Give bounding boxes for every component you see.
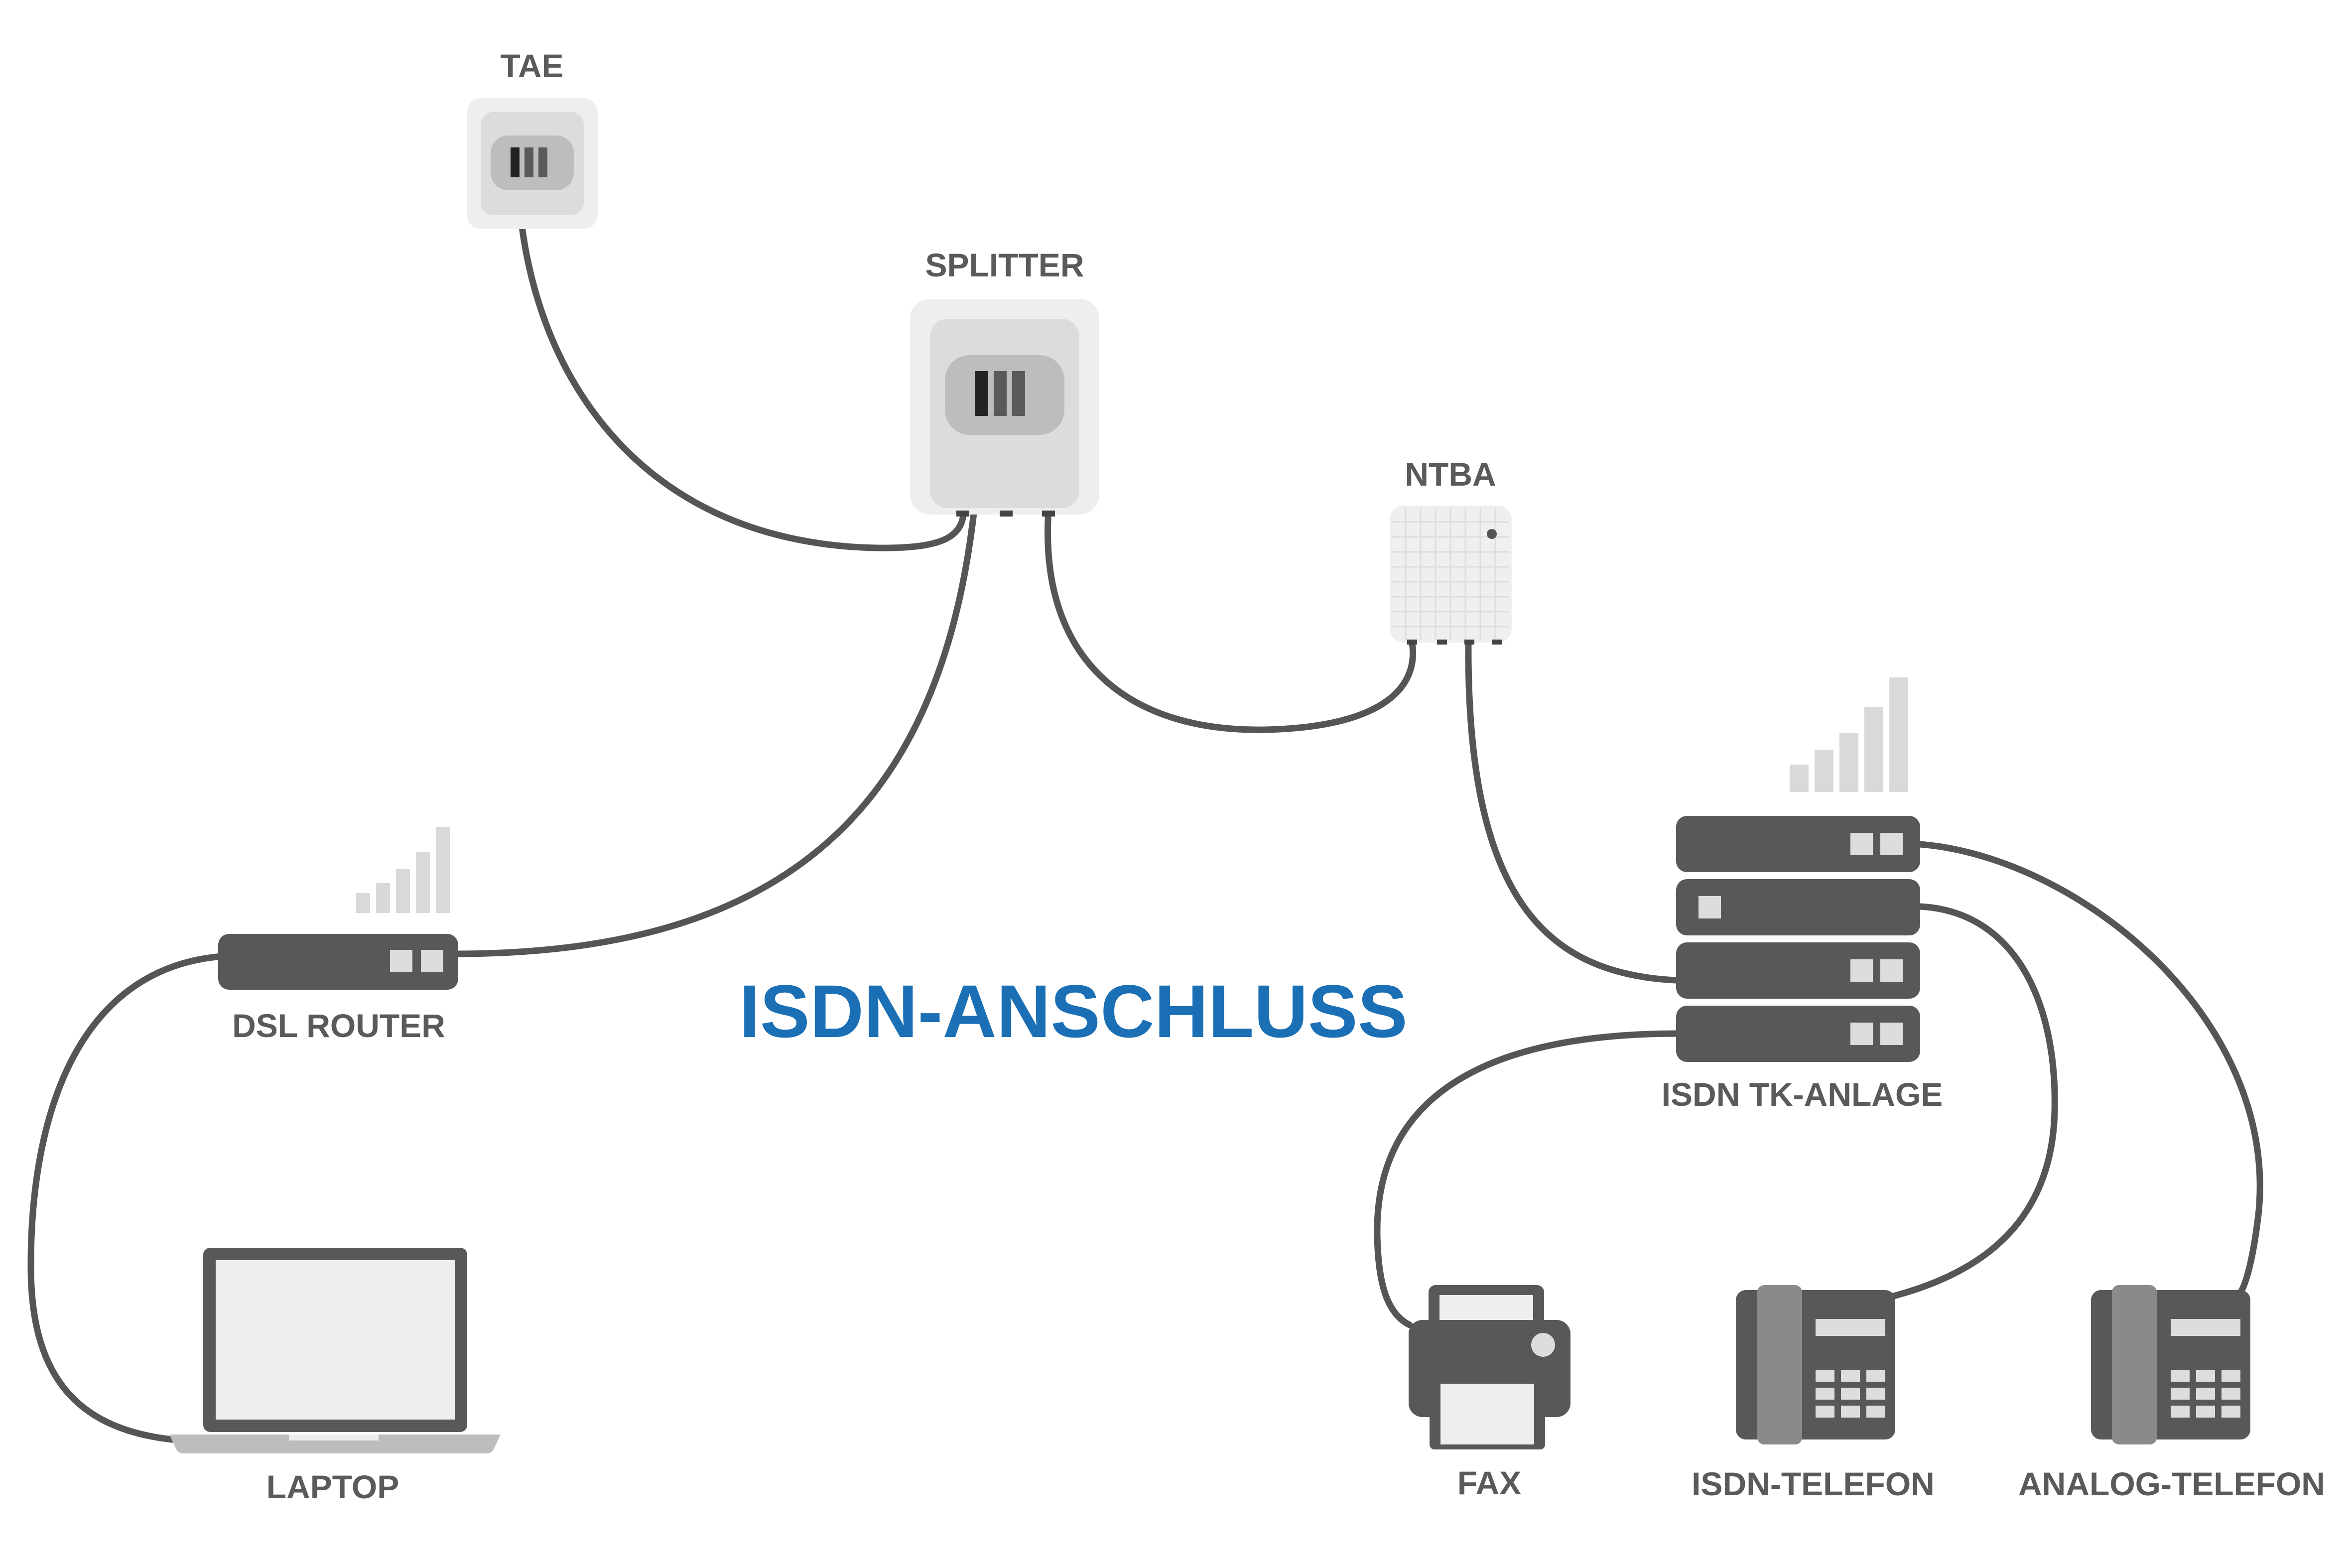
tk-unit-4 bbox=[1676, 1006, 1920, 1062]
ntba-port-4 bbox=[1492, 640, 1502, 645]
cable-router-laptop bbox=[27, 953, 225, 1443]
router-led-1 bbox=[390, 950, 412, 972]
cable-tae-splitter bbox=[515, 161, 967, 551]
tk-unit-3-led-1 bbox=[1850, 959, 1873, 982]
laptop: LAPTOP bbox=[169, 1248, 501, 1505]
ntba-port-1 bbox=[1407, 640, 1417, 645]
tae-socket: TAE bbox=[467, 47, 598, 229]
laptop-base bbox=[169, 1435, 501, 1453]
cable-tk-fax bbox=[1374, 1030, 1682, 1328]
splitter: SPLITTER bbox=[910, 247, 1099, 517]
signal-bars-icon bbox=[356, 827, 450, 913]
splitter-port-2 bbox=[1000, 511, 1013, 517]
jack-pin-3 bbox=[1012, 371, 1025, 416]
tk-unit-4-led-1 bbox=[1850, 1023, 1873, 1045]
tk-unit-1 bbox=[1676, 816, 1920, 872]
ntba-port-3 bbox=[1464, 640, 1474, 645]
isdn-telefon-label: ISDN-TELEFON bbox=[1692, 1465, 1935, 1502]
jack-pin-3 bbox=[538, 147, 547, 177]
cable-splitter-router bbox=[452, 405, 985, 957]
tk-unit-2 bbox=[1676, 879, 1920, 935]
cable-tk-isdn-telefon bbox=[1884, 903, 2058, 1301]
tk-unit-3 bbox=[1676, 942, 1920, 999]
ntba-grid bbox=[1392, 508, 1509, 640]
isdn-tk-anlage-label: ISDN TK-ANLAGE bbox=[1662, 1076, 1943, 1113]
cable-splitter-ntba bbox=[1045, 507, 1416, 733]
jack-pin-2 bbox=[524, 147, 533, 177]
router-led-2 bbox=[421, 950, 443, 972]
cables bbox=[27, 161, 2263, 1443]
router-body bbox=[218, 934, 458, 990]
analog-phone-handset bbox=[2112, 1285, 2157, 1444]
cable-ntba-tk bbox=[1465, 639, 1680, 984]
fax-label: FAX bbox=[1457, 1464, 1521, 1501]
tk-unit-1-led-2 bbox=[1880, 833, 1903, 855]
tae-label: TAE bbox=[500, 47, 563, 84]
analog-telefon-label: ANALOG-TELEFON bbox=[2018, 1465, 2325, 1502]
tk-unit-3-led-2 bbox=[1880, 959, 1903, 982]
ntba: NTBA bbox=[1390, 456, 1512, 645]
ntba-port-2 bbox=[1437, 640, 1447, 645]
isdn-tk-anlage: ISDN TK-ANLAGE bbox=[1662, 677, 1943, 1113]
laptop-notch bbox=[289, 1435, 379, 1440]
ntba-label: NTBA bbox=[1405, 456, 1496, 493]
cable-tk-analog-telefon bbox=[1917, 841, 2263, 1299]
isdn-telefon: ISDN-TELEFON bbox=[1692, 1285, 1935, 1502]
tk-unit-2-led-1 bbox=[1698, 896, 1721, 918]
splitter-port-3 bbox=[1042, 511, 1055, 517]
jack-pin-1 bbox=[511, 147, 520, 177]
jack-pin-2 bbox=[994, 371, 1007, 416]
keypad-icon bbox=[2171, 1370, 2240, 1418]
splitter-label: SPLITTER bbox=[925, 247, 1084, 283]
laptop-label: LAPTOP bbox=[266, 1468, 399, 1505]
ntba-led-icon bbox=[1487, 529, 1497, 539]
signal-bars-icon bbox=[1790, 677, 1908, 792]
analog-telefon: ANALOG-TELEFON bbox=[2018, 1285, 2325, 1502]
fax-paper-out bbox=[1440, 1384, 1534, 1444]
tk-unit-1-led-1 bbox=[1850, 833, 1873, 855]
keypad-icon bbox=[1816, 1370, 1885, 1418]
isdn-phone-display bbox=[1816, 1319, 1885, 1336]
fax: FAX bbox=[1409, 1285, 1570, 1501]
tk-unit-4-led-2 bbox=[1880, 1023, 1903, 1045]
dsl-router: DSL ROUTER bbox=[218, 827, 458, 1044]
laptop-screen bbox=[216, 1260, 455, 1420]
isdn-phone-handset bbox=[1757, 1285, 1802, 1444]
splitter-port-1 bbox=[956, 511, 969, 517]
diagram-title: ISDN-ANSCHLUSS bbox=[739, 969, 1408, 1053]
jack-pin-1 bbox=[975, 371, 988, 416]
analog-phone-display bbox=[2171, 1319, 2240, 1336]
fax-button-icon bbox=[1531, 1333, 1555, 1357]
dsl-router-label: DSL ROUTER bbox=[232, 1007, 445, 1044]
